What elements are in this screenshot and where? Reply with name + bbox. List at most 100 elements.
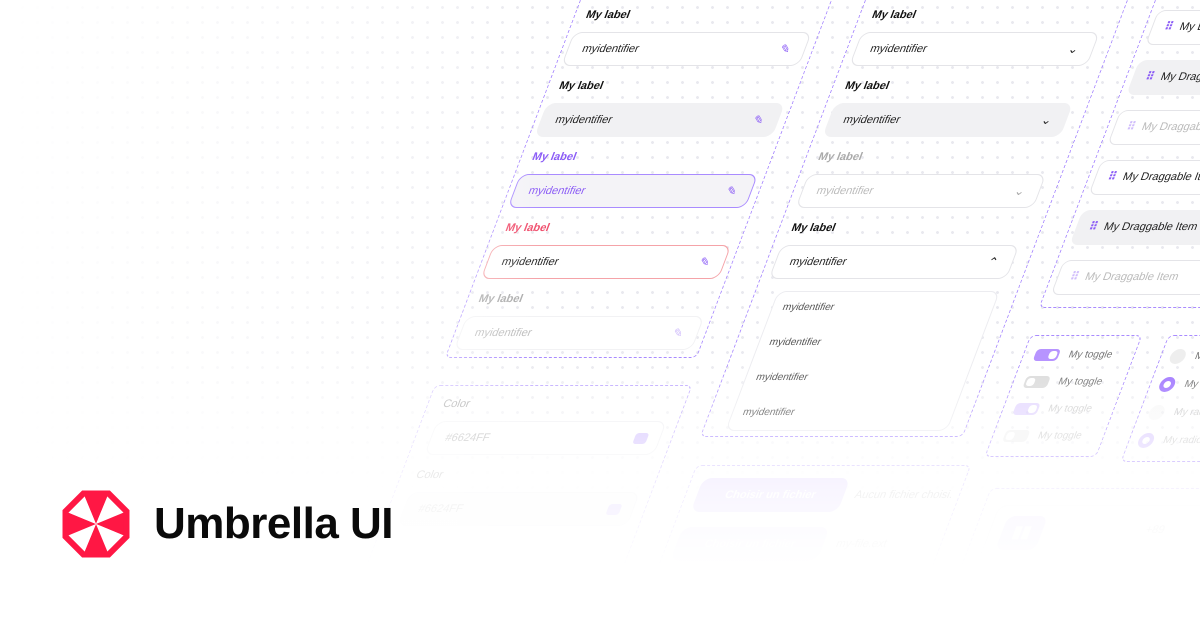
chevron-up-icon[interactable]: ⌃ (985, 255, 1001, 269)
drag-handle-icon[interactable]: ⠿ (1068, 271, 1080, 283)
chevron-down-icon[interactable]: ⌄ (1038, 113, 1055, 127)
color-swatch[interactable] (632, 433, 650, 444)
toggle-switch[interactable] (1032, 349, 1062, 361)
select-field[interactable]: myidentifier ⌃ (768, 245, 1020, 279)
draggable-item[interactable]: ⠿My Draggable Item (1107, 110, 1200, 145)
color-value: #6624FF (443, 432, 492, 444)
radio-row[interactable]: My radio (1156, 377, 1200, 392)
logo-wedge (65, 511, 96, 537)
draggable-label: My Draggable Item (1139, 121, 1200, 133)
field-value: myidentifier (580, 43, 642, 55)
text-field[interactable]: myidentifier ✎ (561, 32, 812, 66)
edit-icon[interactable]: ✎ (724, 184, 740, 198)
edit-icon[interactable]: ✎ (670, 326, 686, 340)
draggable-item[interactable]: ⠿My Draggable Item (1088, 160, 1200, 195)
toggle-label: My toggle (1046, 403, 1094, 415)
stat-value: +89 (1143, 524, 1167, 536)
select-label: My label (816, 151, 865, 163)
drag-handle-icon[interactable]: ⠿ (1162, 21, 1175, 33)
drag-handle-icon[interactable]: ⠿ (1124, 121, 1137, 133)
logo-outline (62, 490, 130, 558)
draggable-item[interactable]: ⠿My Draggable Item (1050, 260, 1200, 295)
draggable-item[interactable]: ⠿My Draggable Item (1069, 210, 1200, 245)
umbrella-logo-icon (62, 490, 130, 558)
select-option[interactable]: myidentifier (767, 337, 823, 348)
select-value: myidentifier (841, 114, 903, 126)
bar-chart-icon: ▮▮ (995, 516, 1049, 550)
color-field[interactable]: #6624FF (424, 421, 667, 455)
radio-label: My radio (1171, 407, 1200, 419)
radio-label: My radio (1193, 351, 1200, 363)
toggle-label: My toggle (1036, 430, 1084, 442)
logo-wedge (65, 524, 96, 555)
field-label: My label (530, 151, 579, 163)
edit-icon[interactable]: ✎ (697, 255, 713, 269)
logo-wedge (83, 524, 109, 555)
toggle-row[interactable]: My toggle (1022, 376, 1104, 388)
field-label: My label (476, 293, 525, 305)
field-label: My label (584, 9, 633, 21)
field-value: myidentifier (553, 114, 615, 126)
edit-icon[interactable]: ✎ (777, 42, 794, 56)
select-label: My label (789, 222, 838, 234)
chevron-down-icon[interactable]: ⌄ (1065, 42, 1082, 56)
select-label: My label (870, 9, 919, 21)
edit-icon[interactable]: ✎ (750, 113, 767, 127)
draggable-label: My Draggable Item (1102, 221, 1200, 233)
color-label: Color (414, 469, 446, 481)
color-value: #6624FF (416, 503, 465, 515)
draggable-item[interactable]: ⠿My Draggable Item (1126, 60, 1200, 95)
select-value: myidentifier (814, 185, 876, 197)
stat-card: ▮▮ +89 (978, 505, 1200, 560)
color-swatch[interactable] (605, 504, 623, 515)
color-panel (358, 385, 693, 585)
toggle-row[interactable]: My toggle (1001, 430, 1084, 442)
select-value: myidentifier (787, 256, 849, 268)
logo-wedge (83, 493, 109, 524)
logo-wedge (65, 493, 96, 524)
choose-file-button[interactable]: Choisir un fichier (670, 527, 830, 561)
drag-handle-icon[interactable]: ⠿ (1143, 71, 1156, 83)
select-field[interactable]: myidentifier ⌄ (795, 174, 1047, 208)
chevron-down-icon[interactable]: ⌄ (1012, 184, 1028, 198)
select-value: myidentifier (868, 43, 930, 55)
field-label: My label (557, 80, 606, 92)
brand: Umbrella UI (62, 490, 394, 558)
select-option[interactable]: myidentifier (754, 372, 810, 383)
drag-handle-icon[interactable]: ⠿ (1105, 171, 1118, 183)
text-field[interactable]: myidentifier ✎ (507, 174, 759, 208)
radio-label: My radio (1161, 435, 1200, 447)
field-value: myidentifier (526, 185, 588, 197)
draggable-label: My Draggable Item (1158, 71, 1200, 83)
select-option[interactable]: myidentifier (780, 302, 837, 313)
logo-wedge (96, 511, 127, 537)
draggable-label: My Draggable Item (1083, 271, 1181, 283)
file-status: my-file.ext (834, 538, 889, 550)
toggle-row[interactable]: My toggle (1012, 403, 1094, 415)
toggle-row[interactable]: My toggle (1032, 349, 1115, 361)
toggle-switch[interactable] (1012, 403, 1041, 415)
text-field[interactable]: myidentifier ✎ (534, 103, 786, 137)
logo-wedge (96, 493, 127, 524)
text-field[interactable]: myidentifier✎ (480, 245, 732, 279)
color-field[interactable]: #6624FF (397, 492, 641, 526)
toggle-label: My toggle (1056, 376, 1105, 388)
brand-title: Umbrella UI (154, 499, 394, 548)
toggle-label: My toggle (1066, 349, 1115, 361)
radio-row[interactable]: My radio (1167, 349, 1200, 364)
draggable-label: My Draggable Item (1120, 171, 1200, 183)
select-field[interactable]: myidentifier ⌄ (849, 32, 1100, 66)
select-field[interactable]: myidentifier ⌄ (822, 103, 1074, 137)
select-option[interactable]: myidentifier (741, 407, 797, 418)
draggable-label: My Draggable Item (1177, 21, 1200, 33)
toggle-switch[interactable] (1022, 376, 1051, 388)
radio-label: My radio (1182, 379, 1200, 391)
choose-file-button[interactable]: Choisir un fichier (690, 478, 851, 512)
drag-handle-icon[interactable]: ⠿ (1086, 221, 1099, 233)
toggle-switch[interactable] (1001, 430, 1031, 442)
radio-row[interactable]: My radio (1135, 433, 1200, 448)
file-status: Aucun fichier choisi. (852, 489, 956, 501)
color-label: Color (441, 398, 472, 410)
text-field[interactable]: myidentifier✎ (453, 316, 705, 350)
radio-row[interactable]: My radio (1146, 405, 1200, 420)
